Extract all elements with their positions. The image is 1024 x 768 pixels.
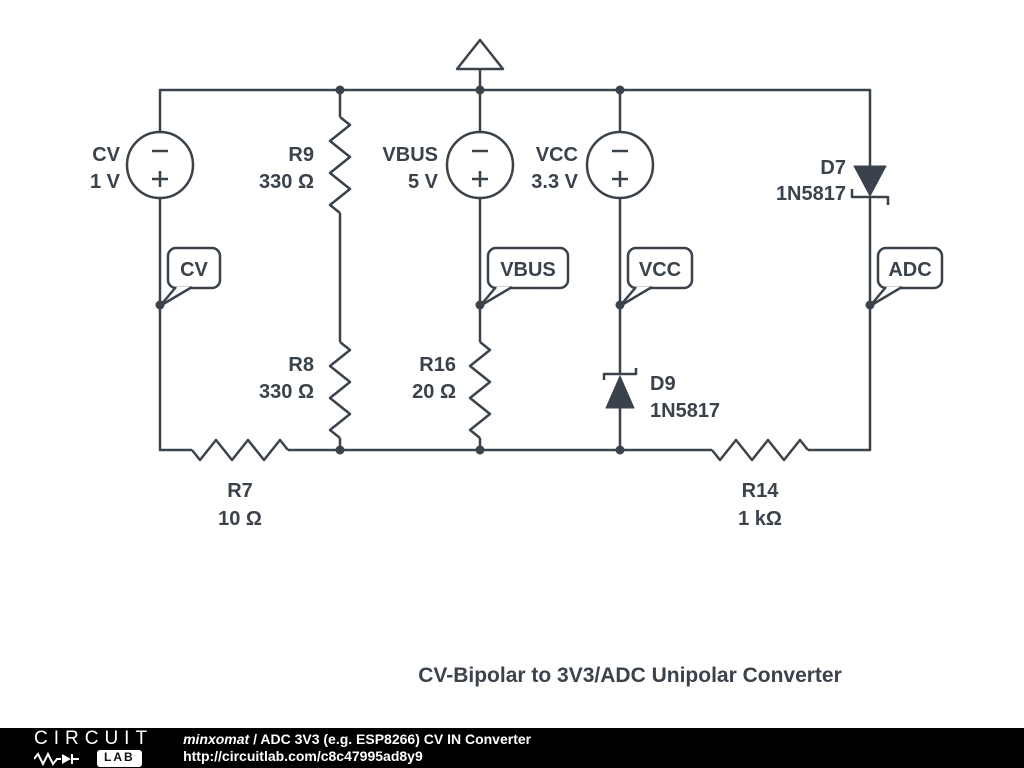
wire [158,198,192,452]
wires [158,69,872,452]
schottky-diode-d9: D9 1N5817 [602,368,720,422]
resistor-zigzag [711,438,809,462]
cv-value-label: 1 V [90,171,121,193]
power-flag [455,38,505,71]
d9-value-label: 1N5817 [650,400,720,422]
net-flag-adc-label: ADC [888,259,931,281]
vcc-value-label: 3.3 V [531,171,578,193]
resistor-zigzag [468,341,492,439]
resistor-r9: R9 330 Ω [259,116,352,214]
d9-ref-label: D9 [650,373,676,395]
flag-box [876,246,944,290]
schottky-cathode-icon [850,189,890,205]
source-body [125,130,195,200]
r16-ref-label: R16 [419,354,456,376]
wire [158,88,872,166]
resistor-zigzag [328,341,352,439]
vbus-ref-label: VBUS [382,144,438,166]
schottky-cathode-icon [602,368,638,380]
footer-bar: CIRCUIT LAB minxomat / ADC 3V3 (e.g. ESP… [0,728,1024,768]
net-flag-cv-label: CV [180,259,208,281]
voltage-source-vbus: VBUS 5 V [382,130,515,200]
footer-attribution-line: minxomat / ADC 3V3 (e.g. ESP8266) CV IN … [183,731,531,748]
voltage-source-cv: CV 1 V [90,130,195,200]
resistor-r7: R7 10 Ω [191,438,289,530]
flag-tail [868,285,903,308]
junction-dot [865,300,875,310]
flag-box [166,246,222,290]
vbus-value-label: 5 V [408,171,439,193]
junction-dot [615,85,625,95]
resistor-zigzag [328,116,352,214]
junction-dot [615,445,625,455]
plus-icon [612,171,628,187]
junction-dot [475,300,485,310]
junction-dot [475,85,485,95]
r9-ref-label: R9 [288,144,314,166]
flag-tail [158,285,193,308]
schematic-caption: CV-Bipolar to 3V3/ADC Unipolar Converter [418,664,842,687]
source-body [585,130,655,200]
footer-author: minxomat [183,731,250,748]
r8-value-label: 330 Ω [259,381,314,403]
resistor-r8: R8 330 Ω [259,341,352,439]
schematic-canvas: CV 1 V R9 330 Ω VBUS 5 V VCC 3.3 V [90,38,944,530]
resistor-r16: R16 20 Ω [412,341,492,439]
resistor-diode-glyph-icon [34,751,79,766]
flag-tail [618,285,653,308]
junction-dots [155,85,875,455]
power-triangle-icon [455,38,505,71]
circuitlab-logo[interactable]: CIRCUIT LAB [34,728,154,767]
resistor-zigzag [191,438,289,462]
footer-attribution: minxomat / ADC 3V3 (e.g. ESP8266) CV IN … [183,731,531,765]
d7-value-label: 1N5817 [776,183,846,205]
r7-ref-label: R7 [227,480,253,502]
resistor-r14: R14 1 kΩ [711,438,809,530]
footer-url[interactable]: http://circuitlab.com/c8c47995ad8y9 [183,748,423,764]
r9-value-label: 330 Ω [259,171,314,193]
net-flag-adc: ADC [868,246,944,308]
vcc-ref-label: VCC [536,144,578,166]
junction-dot [335,85,345,95]
junction-dot [335,445,345,455]
voltage-source-vcc: VCC 3.3 V [531,130,655,200]
diode-triangle-icon [853,165,887,197]
flag-box [486,246,570,290]
footer-separator: / [249,731,261,748]
r16-value-label: 20 Ω [412,381,456,403]
footer-circuit-title: ADC 3V3 (e.g. ESP8266) CV IN Converter [260,731,532,748]
plus-icon [472,171,488,187]
junction-dot [475,445,485,455]
plus-icon [152,171,168,187]
wire [808,197,872,452]
circuitlab-logo-wordmark: CIRCUIT [34,728,154,750]
diode-triangle-icon [605,375,635,409]
net-flag-vbus: VBUS [478,246,570,308]
r14-ref-label: R14 [742,480,780,502]
junction-dot [615,300,625,310]
junction-dot [155,300,165,310]
schottky-diode-d7: D7 1N5817 [776,157,890,205]
r14-value-label: 1 kΩ [738,508,782,530]
d7-ref-label: D7 [820,157,846,179]
net-flag-vbus-label: VBUS [500,259,556,281]
source-body [445,130,515,200]
r7-value-label: 10 Ω [218,508,262,530]
net-flag-vcc: VCC [618,246,694,308]
circuitlab-logo-lab-badge: LAB [97,750,142,767]
flag-tail [478,285,513,308]
flag-box [626,246,694,290]
r8-ref-label: R8 [288,354,314,376]
net-flag-cv: CV [158,246,222,308]
net-flag-vcc-label: VCC [639,259,681,281]
cv-ref-label: CV [92,144,120,166]
